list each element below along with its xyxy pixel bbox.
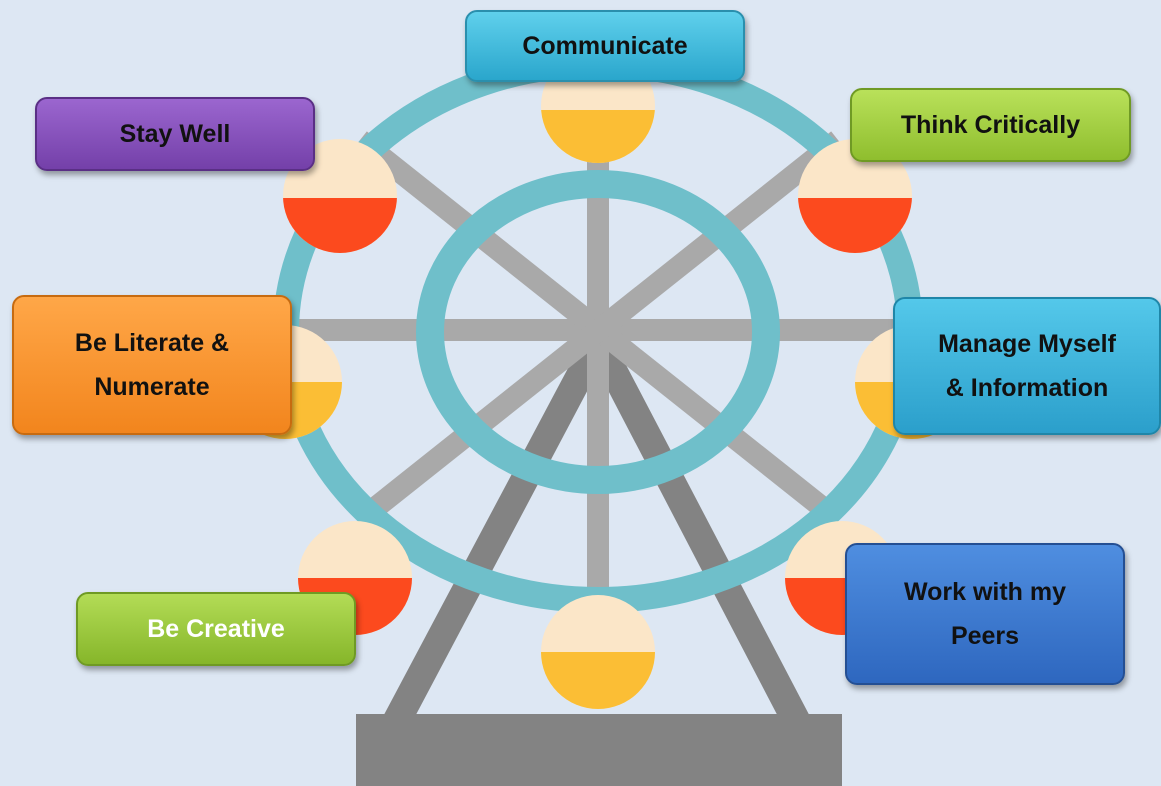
manage-myself-text: Manage Myself & Information (938, 330, 1116, 402)
cabin-bottom (541, 595, 655, 709)
spoke-diagonal-2 (353, 131, 845, 529)
frame-leg-right (586, 340, 815, 726)
literate-numerate-text: Be Literate & Numerate (74, 329, 230, 401)
stay-well-label: Stay Well (35, 97, 315, 171)
inner-rim (416, 170, 780, 494)
literate-numerate-label: Be Literate & Numerate (12, 295, 292, 435)
work-with-peers-label: Work with my Peers (845, 543, 1125, 685)
think-critically-label: Think Critically (850, 88, 1131, 162)
work-with-peers-text: Work with my Peers (903, 578, 1067, 650)
communicate-label: Communicate (465, 10, 745, 82)
be-creative-text: Be Creative (147, 615, 285, 643)
communicate-text: Communicate (522, 32, 688, 60)
think-critically-text: Think Critically (900, 111, 1081, 139)
stay-well-text: Stay Well (119, 120, 231, 148)
support-frame (356, 340, 842, 786)
frame-base (356, 714, 842, 786)
frame-leg-left (378, 340, 610, 726)
be-creative-label: Be Creative (76, 592, 356, 666)
manage-myself-label: Manage Myself & Information (893, 297, 1161, 435)
